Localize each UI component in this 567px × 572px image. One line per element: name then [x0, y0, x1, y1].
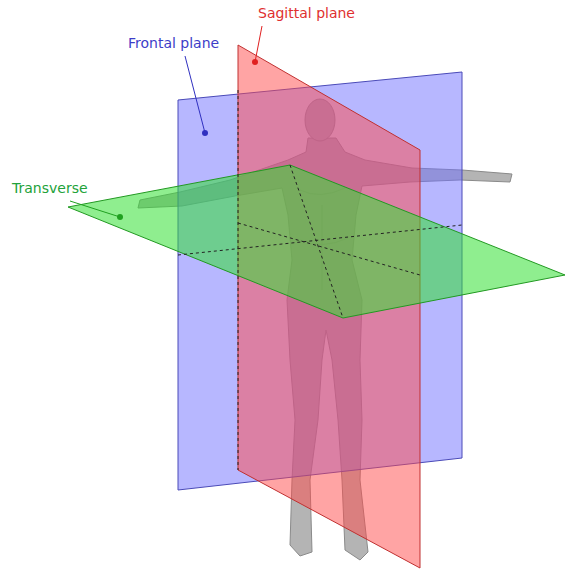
leader-dot — [252, 59, 258, 65]
leader-dot — [202, 130, 208, 136]
plane-label: Frontal plane — [126, 35, 221, 52]
leader-dot — [117, 214, 123, 220]
plane-label: Sagittal plane — [256, 5, 357, 22]
leader-line — [185, 56, 205, 133]
leader-line — [70, 201, 120, 217]
plane-label: Transverse — [10, 180, 90, 197]
leader-line — [255, 26, 262, 62]
intersection-line — [178, 90, 462, 470]
